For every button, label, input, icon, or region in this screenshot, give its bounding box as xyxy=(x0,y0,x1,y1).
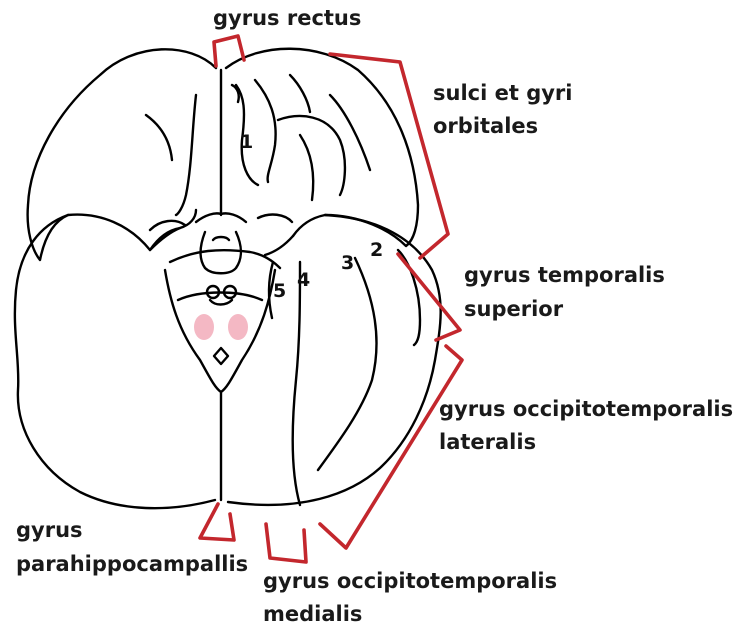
label-parahippocampalis-line1: gyrus xyxy=(16,518,83,542)
red-nucleus-left xyxy=(194,314,214,340)
left-temporal-pole xyxy=(148,208,198,252)
label-gyrus-rectus: gyrus rectus xyxy=(213,6,362,30)
bracket-temporalis-superior xyxy=(396,252,462,342)
pons-outline xyxy=(168,248,282,270)
orbital-sulcus-2 xyxy=(276,114,347,197)
label-temporalis-superior-line1: gyrus temporalis xyxy=(464,263,665,287)
number-2: 2 xyxy=(370,239,384,261)
collateral-sulcus xyxy=(291,260,302,507)
orbital-sulcus-3 xyxy=(298,133,315,202)
label-parahippocampalis-line2: parahippocampallis xyxy=(16,552,249,576)
bracket-gyrus-rectus xyxy=(212,34,246,68)
right-hemisphere-outline xyxy=(226,213,442,507)
frontal-lobe-outline xyxy=(26,48,218,262)
frontal-lobe-outline-right xyxy=(224,47,420,248)
rhinal-sulcus xyxy=(267,260,275,320)
midbrain-outline xyxy=(163,268,277,394)
olfactory-sulcus-right xyxy=(234,83,260,187)
orbital-sulcus-5 xyxy=(288,73,312,114)
mammillary-body-left xyxy=(205,284,221,300)
orbital-sulcus-4 xyxy=(328,93,372,172)
label-temporalis-superior-line2: superior xyxy=(464,297,564,321)
bracket-parahippocampalis xyxy=(198,502,236,542)
label-sulci-orbitales-line1: sulci et gyri xyxy=(433,81,573,105)
orbital-sulcus-1 xyxy=(253,78,277,184)
bracket-occipitotemporalis-medialis xyxy=(264,522,308,564)
red-nucleus-right xyxy=(228,314,248,340)
label-occipitotemporalis-medialis-line2: medialis xyxy=(263,602,363,626)
optic-chiasm xyxy=(194,212,248,224)
label-occipitotemporalis-lateralis-line2: lateralis xyxy=(439,430,537,454)
bracket-orbitales xyxy=(328,52,450,260)
label-sulci-orbitales-line2: orbitales xyxy=(433,114,539,138)
aqueduct-diamond xyxy=(212,346,230,366)
inferior-temporal-sulcus xyxy=(396,248,422,347)
number-4: 4 xyxy=(297,269,311,291)
mammillary-body-right xyxy=(222,284,238,300)
number-1: 1 xyxy=(240,131,254,153)
left-hemisphere-outline xyxy=(13,213,217,510)
bracket-occipitotemporalis-lateralis xyxy=(318,344,464,550)
number-5: 5 xyxy=(273,280,287,302)
occipitotemporal-sulcus xyxy=(316,256,378,472)
label-occipitotemporalis-lateralis-line1: gyrus occipitotemporalis xyxy=(439,397,734,421)
olfactory-sulcus-left xyxy=(174,93,198,217)
label-occipitotemporalis-medialis-line1: gyrus occipitotemporalis xyxy=(263,569,558,593)
number-3: 3 xyxy=(341,252,355,274)
right-temporal-pole xyxy=(263,234,295,257)
